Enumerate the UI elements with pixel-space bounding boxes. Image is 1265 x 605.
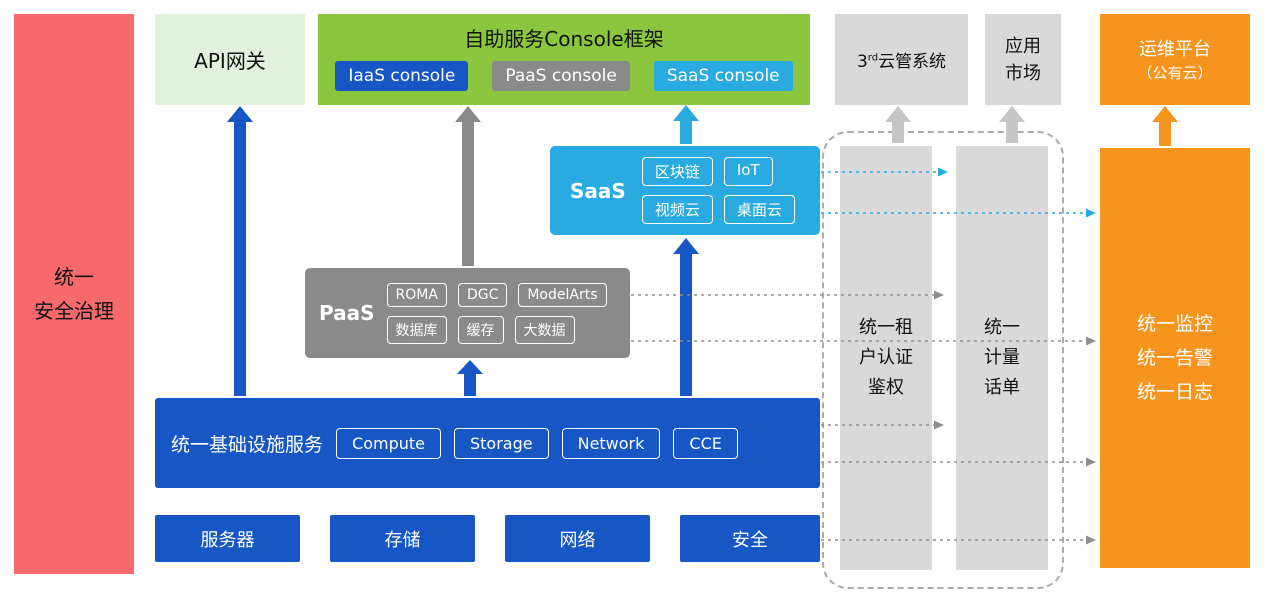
security-governance-label: 统一 安全治理 xyxy=(34,265,114,323)
paas-console-badge: PaaS console xyxy=(492,61,630,91)
shared-services-dashed-frame xyxy=(822,131,1064,589)
chip-dgc: DGC xyxy=(457,282,508,307)
chip-modelarts: ModelArts xyxy=(518,282,607,307)
arrow-monitoring-to-ops-platform xyxy=(1152,106,1178,146)
saas-layer-label: SaaS xyxy=(570,178,626,203)
hw-storage-label: 存储 xyxy=(384,529,421,551)
connector-hw-security-to-monitoring-head xyxy=(1086,535,1096,545)
console-frame-title: 自助服务Console框架 xyxy=(464,27,664,51)
hw-network-box: 网络 xyxy=(505,515,650,562)
saas-console-badge: SaaS console xyxy=(653,61,793,91)
iaas-console-badge: IaaS console xyxy=(335,61,469,91)
metering-label: 统一 计量 话单 xyxy=(984,317,1020,398)
arrow-iaas-to-paas xyxy=(457,360,483,396)
connector-saas-to-monitoring-head xyxy=(1086,208,1096,218)
arrow-iaas-to-saas xyxy=(673,238,699,396)
chip-desktop-cloud: 桌面云 xyxy=(723,195,795,224)
chip-blockchain: 区块链 xyxy=(641,157,713,186)
saas-layer-box: SaaS 区块链 IoT 视频云 桌面云 xyxy=(550,146,820,235)
app-market-label: 应用 市场 xyxy=(1005,35,1041,84)
third-party-cloud-mgmt-box: 3rd云管系统 xyxy=(835,14,968,105)
chip-storage: Storage xyxy=(453,427,549,459)
tenant-auth-label: 统一租 户认证 鉴权 xyxy=(859,317,913,398)
api-gateway-label: API网关 xyxy=(194,49,266,73)
metering-bar: 统一 计量 话单 xyxy=(956,146,1048,570)
hw-storage-box: 存储 xyxy=(330,515,475,562)
console-frame-box: 自助服务Console框架 IaaS console PaaS console … xyxy=(318,14,810,105)
connector-iaas-to-monitoring-head xyxy=(1086,457,1096,467)
app-market-box: 应用 市场 xyxy=(985,14,1061,105)
api-gateway-box: API网关 xyxy=(155,14,305,105)
hw-server-box: 服务器 xyxy=(155,515,300,562)
arrow-iaas-to-api-gateway xyxy=(227,106,253,396)
chip-compute: Compute xyxy=(336,427,441,459)
chip-roma: ROMA xyxy=(386,282,447,307)
hw-security-box: 安全 xyxy=(680,515,820,562)
iaas-layer-label: 统一基础设施服务 xyxy=(171,433,324,456)
tenant-auth-bar: 统一租 户认证 鉴权 xyxy=(840,146,932,570)
chip-cce: CCE xyxy=(673,427,738,459)
chip-cache: 缓存 xyxy=(457,315,504,344)
ops-platform-label: 运维平台 xyxy=(1139,38,1211,60)
arrow-saas-to-console xyxy=(673,105,699,144)
ops-platform-sublabel: （公有云） xyxy=(1137,63,1213,82)
monitoring-bar: 统一监控 统一告警 统一日志 xyxy=(1100,148,1250,568)
third-party-cloud-mgmt-label: 3rd云管系统 xyxy=(856,52,947,72)
hw-server-label: 服务器 xyxy=(200,529,255,551)
chip-network: Network xyxy=(561,427,661,459)
monitoring-label: 统一监控 统一告警 统一日志 xyxy=(1136,312,1213,404)
security-governance-bar: 统一 安全治理 xyxy=(14,14,134,574)
paas-layer-label: PaaS xyxy=(319,301,375,325)
hw-network-label: 网络 xyxy=(559,529,596,551)
chip-iot: IoT xyxy=(723,157,773,186)
iaas-layer-box: 统一基础设施服务 Compute Storage Network CCE xyxy=(155,398,820,488)
hw-security-label: 安全 xyxy=(732,529,768,551)
arrow-paas-to-console xyxy=(455,106,481,266)
console-badge-row: IaaS console PaaS console SaaS console xyxy=(335,61,793,91)
iaas-chip-row: Compute Storage Network CCE xyxy=(336,427,738,459)
ops-platform-box: 运维平台 （公有云） xyxy=(1100,14,1250,105)
connector-paas-to-monitoring-head xyxy=(1086,336,1096,346)
chip-video-cloud: 视频云 xyxy=(641,195,713,224)
paas-layer-box: PaaS ROMA DGC ModelArts 数据库 缓存 大数据 xyxy=(305,268,630,358)
chip-database: 数据库 xyxy=(386,315,447,344)
saas-chip-grid: 区块链 IoT 视频云 桌面云 xyxy=(641,157,795,224)
paas-chip-grid: ROMA DGC ModelArts 数据库 缓存 大数据 xyxy=(386,282,607,344)
chip-bigdata: 大数据 xyxy=(514,315,575,344)
